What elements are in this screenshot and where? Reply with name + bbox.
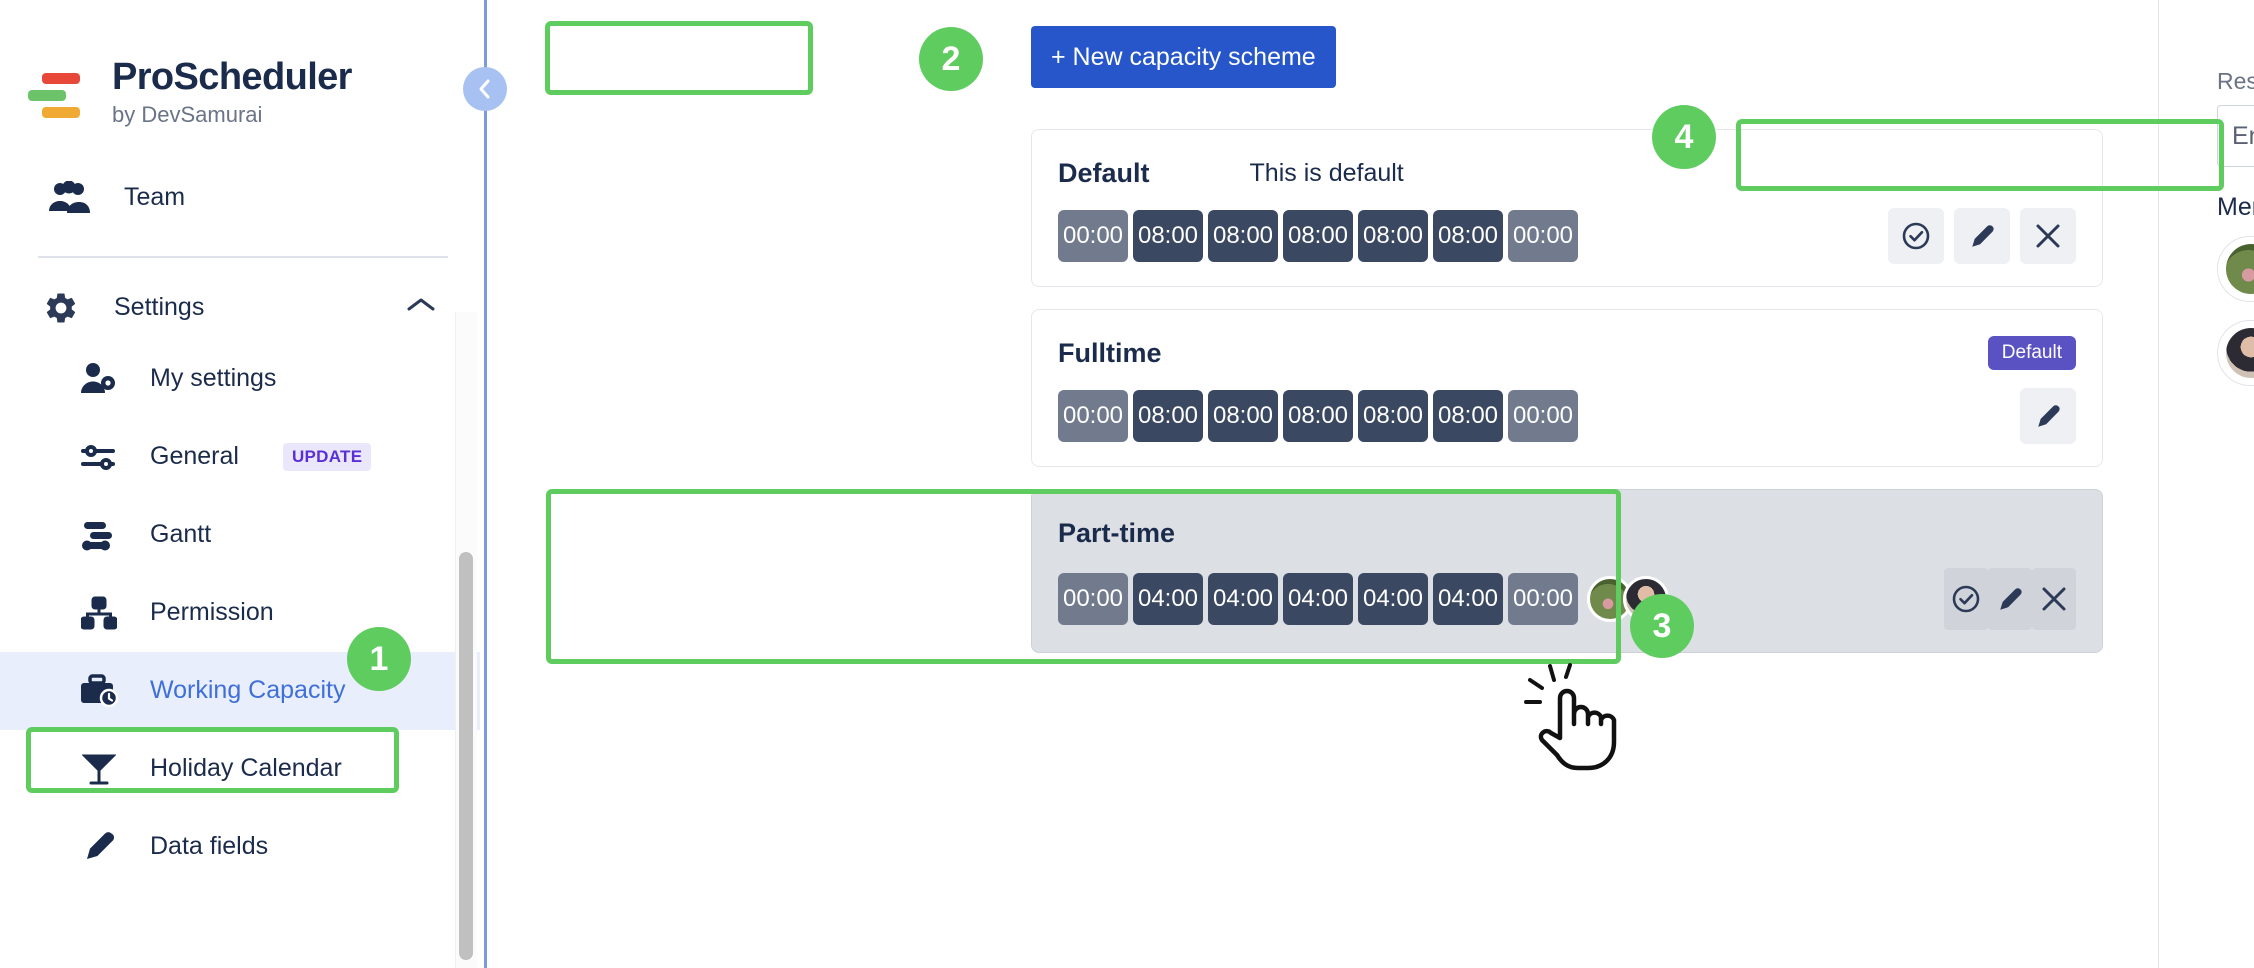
- sidebar-item-team[interactable]: Team: [0, 162, 480, 234]
- day-hours-chip[interactable]: 08:00: [1358, 210, 1428, 262]
- day-hours-chip[interactable]: 08:00: [1433, 210, 1503, 262]
- sidebar-item-holiday-calendar[interactable]: Holiday Calendar: [0, 730, 480, 808]
- step-badge-3: 3: [1630, 594, 1694, 658]
- pointer-click-hand-icon: [1520, 660, 1640, 785]
- sidebar-divider: [38, 255, 448, 258]
- set-default-button[interactable]: [1944, 568, 1988, 630]
- day-hours-chip[interactable]: 08:00: [1208, 390, 1278, 442]
- delete-scheme-button[interactable]: [2032, 568, 2076, 630]
- step-badge-2: 2: [919, 27, 983, 91]
- sidebar-item-label: Permission: [150, 598, 274, 627]
- set-default-button[interactable]: [1888, 208, 1944, 264]
- day-hours-chip[interactable]: 08:00: [1358, 390, 1428, 442]
- member-list-item[interactable]: Joey: [2217, 320, 2254, 386]
- sidebar-item-label: Team: [124, 183, 186, 212]
- brand-subtitle: by DevSamurai: [112, 101, 263, 127]
- sidebar-item-gantt[interactable]: Gantt: [0, 496, 480, 574]
- step-badge-4: 4: [1652, 105, 1716, 169]
- day-hours-chip[interactable]: 04:00: [1133, 573, 1203, 625]
- edit-scheme-button[interactable]: [1954, 208, 2010, 264]
- day-hours-chip[interactable]: 08:00: [1433, 390, 1503, 442]
- sidebar-section-settings[interactable]: Settings: [0, 276, 480, 340]
- day-hours-chip[interactable]: 04:00: [1358, 573, 1428, 625]
- sidebar-item-label: General: [150, 442, 239, 471]
- sidebar-scrollbar-thumb[interactable]: [459, 552, 473, 960]
- cocktail-icon: [78, 748, 120, 790]
- edit-scheme-button[interactable]: [2020, 388, 2076, 444]
- sidebar-item-label: My settings: [150, 364, 277, 393]
- user-gear-icon: [78, 358, 120, 400]
- sidebar-item-label: Working Capacity: [150, 676, 346, 705]
- team-people-icon: [46, 175, 92, 221]
- member-list-item[interactable]: Asia: [2217, 236, 2254, 302]
- sidebar: ProScheduler by DevSamurai Team: [0, 0, 507, 968]
- resources-search-input[interactable]: [2217, 105, 2254, 167]
- panel-split-line: [484, 0, 487, 968]
- day-hours-chip[interactable]: 04:00: [1433, 573, 1503, 625]
- scheme-card-default: Default This is default 00:00 08:00 08:0…: [1031, 129, 2103, 287]
- scheme-name: Part-time: [1058, 517, 1176, 548]
- step-badge-1: 1: [347, 627, 411, 691]
- day-hours-chip[interactable]: 00:00: [1058, 390, 1128, 442]
- delete-scheme-button[interactable]: [2020, 208, 2076, 264]
- members-label: Members: [2217, 193, 2254, 221]
- brand-title: ProScheduler: [112, 56, 352, 98]
- collapse-sidebar-button[interactable]: [463, 67, 507, 111]
- briefcase-clock-icon: [78, 670, 120, 712]
- day-hours-chip[interactable]: 04:00: [1208, 573, 1278, 625]
- settings-sub-nav: My settings General UPDATE: [0, 340, 480, 886]
- scheme-card-list: Default This is default 00:00 08:00 08:0…: [1031, 129, 2103, 675]
- primary-nav: Team: [0, 162, 480, 234]
- gantt-icon: [78, 514, 120, 556]
- day-hours-chip[interactable]: 00:00: [1508, 390, 1578, 442]
- avatar: [2226, 328, 2254, 378]
- sidebar-item-permission[interactable]: Permission: [0, 574, 480, 652]
- proscheduler-logo-icon: [28, 63, 86, 121]
- new-capacity-scheme-button[interactable]: + New capacity scheme: [1031, 26, 1336, 88]
- avatar: [2226, 244, 2254, 294]
- update-badge: UPDATE: [282, 442, 372, 471]
- default-badge: Default: [1987, 336, 2076, 370]
- gear-icon: [38, 285, 84, 331]
- scheme-description: This is default: [1249, 158, 1404, 187]
- sidebar-item-my-settings[interactable]: My settings: [0, 340, 480, 418]
- scheme-card-fulltime: Fulltime Default 00:00 08:00 08:00 08:00…: [1031, 309, 2103, 467]
- scheme-name: Fulltime: [1058, 337, 1162, 368]
- day-hours-chip[interactable]: 08:00: [1133, 210, 1203, 262]
- day-hours-chip[interactable]: 00:00: [1058, 210, 1128, 262]
- sidebar-item-label: Holiday Calendar: [150, 754, 342, 783]
- edit-scheme-button[interactable]: [1988, 568, 2032, 630]
- day-hours-chip[interactable]: 08:00: [1283, 390, 1353, 442]
- chevron-up-icon[interactable]: [406, 296, 436, 319]
- day-hours-chip[interactable]: 00:00: [1508, 210, 1578, 262]
- day-hours-chip[interactable]: 04:00: [1283, 573, 1353, 625]
- sidebar-item-data-fields[interactable]: Data fields: [0, 808, 480, 886]
- day-hours-chip[interactable]: 00:00: [1508, 573, 1578, 625]
- sidebar-item-label: Data fields: [150, 832, 269, 861]
- scheme-card-part-time: Part-time 00:00 04:00 04:00 04:00 04:00 …: [1031, 489, 2103, 653]
- resources-label: Resources: [2217, 68, 2254, 94]
- brand: ProScheduler by DevSamurai: [0, 0, 480, 126]
- sidebar-item-general[interactable]: General UPDATE: [0, 418, 480, 496]
- day-hours-chip[interactable]: 08:00: [1208, 210, 1278, 262]
- day-hours-chip[interactable]: 08:00: [1133, 390, 1203, 442]
- org-tree-icon: [78, 592, 120, 634]
- day-hours-chip[interactable]: 08:00: [1283, 210, 1353, 262]
- main-content: + New capacity scheme Default This is de…: [480, 0, 2254, 968]
- resources-panel: Resources Members Asia: [2158, 0, 2254, 968]
- day-hours-chip[interactable]: 00:00: [1058, 573, 1128, 625]
- sliders-icon: [78, 436, 120, 478]
- sidebar-item-label: Gantt: [150, 520, 212, 549]
- sidebar-section-label: Settings: [114, 293, 205, 322]
- pencil-icon: [78, 826, 120, 868]
- scheme-name: Default: [1058, 157, 1150, 188]
